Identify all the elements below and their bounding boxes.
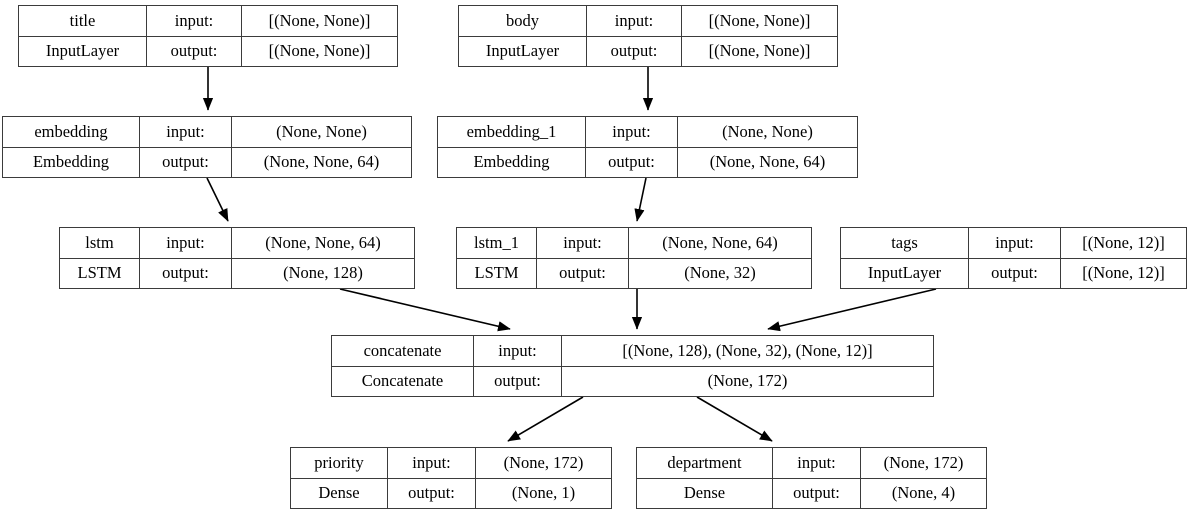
layer-class-name: InputLayer	[841, 258, 969, 288]
output-shape-value: [(None, 12)]	[1082, 263, 1165, 282]
input-label: input:	[140, 117, 232, 147]
layer-class-name: LSTM	[457, 258, 537, 288]
input-label: input:	[474, 336, 562, 366]
output-label: output:	[388, 478, 476, 508]
output-shape-value: (None, 172)	[707, 371, 788, 390]
output-shape-value: [(None, None)]	[268, 41, 371, 60]
input-shape-value: [(None, 12)]	[1082, 232, 1165, 252]
input-label: input:	[537, 228, 629, 258]
layer-name: body	[459, 6, 587, 36]
output-shape-value: (None, 4)	[891, 483, 956, 502]
input-shape-value: [(None, 128), (None, 32), (None, 12)]	[622, 340, 873, 360]
output-label: output:	[773, 478, 861, 508]
layer-name: embedding_1	[438, 117, 586, 147]
output-shape-value: (None, None, 64)	[709, 152, 826, 171]
input-shape-value: (None, None, 64)	[265, 232, 381, 252]
output-label: output:	[587, 36, 682, 66]
layer-class-name: Dense	[637, 478, 773, 508]
layer-name: lstm	[60, 228, 140, 258]
edge-embedding-to-lstm	[206, 177, 229, 222]
output-label: output:	[969, 258, 1061, 288]
layer-name: embedding	[3, 117, 140, 147]
input-label: input:	[587, 6, 682, 36]
output-label: output:	[586, 147, 678, 177]
edge-concatenate-to-priority	[507, 396, 584, 442]
output-label: output:	[474, 366, 562, 396]
input-shape-value: (None, 172)	[503, 452, 584, 472]
input-label: input:	[773, 448, 861, 478]
input-label: input:	[586, 117, 678, 147]
input-label: input:	[388, 448, 476, 478]
input-shape-value: (None, 172)	[883, 452, 964, 472]
input-label: input:	[147, 6, 242, 36]
output-label: output:	[147, 36, 242, 66]
input-label: input:	[969, 228, 1061, 258]
input-shape-value: [(None, None)]	[268, 10, 371, 30]
output-label: output:	[140, 258, 232, 288]
edge-tags-to-concatenate	[767, 288, 937, 332]
output-shape-value: (None, 1)	[511, 483, 576, 502]
edge-lstm-to-concatenate	[339, 288, 511, 332]
layer-class-name: Embedding	[438, 147, 586, 177]
input-shape-value: (None, None)	[722, 121, 813, 141]
output-shape-value: (None, 32)	[684, 263, 756, 282]
output-shape-value: [(None, None)]	[708, 41, 811, 60]
layer-class-name: Dense	[291, 478, 388, 508]
output-shape-value: (None, 128)	[283, 263, 363, 282]
edge-embedding_1-to-lstm_1	[634, 177, 647, 222]
output-label: output:	[537, 258, 629, 288]
layer-name: lstm_1	[457, 228, 537, 258]
layer-class-name: InputLayer	[19, 36, 147, 66]
layer-class-name: InputLayer	[459, 36, 587, 66]
input-shape-value: [(None, None)]	[708, 10, 811, 30]
edge-concatenate-to-department	[696, 396, 773, 442]
layer-name: concatenate	[332, 336, 474, 366]
output-label: output:	[140, 147, 232, 177]
layer-class-name: Concatenate	[332, 366, 474, 396]
layer-class-name: LSTM	[60, 258, 140, 288]
layer-name: tags	[841, 228, 969, 258]
input-shape-value: (None, None)	[276, 121, 367, 141]
output-shape-value: (None, None, 64)	[263, 152, 380, 171]
layer-name: priority	[291, 448, 388, 478]
layer-class-name: Embedding	[3, 147, 140, 177]
layer-name: department	[637, 448, 773, 478]
input-shape-value: (None, None, 64)	[662, 232, 778, 252]
layer-name: title	[19, 6, 147, 36]
input-label: input:	[140, 228, 232, 258]
